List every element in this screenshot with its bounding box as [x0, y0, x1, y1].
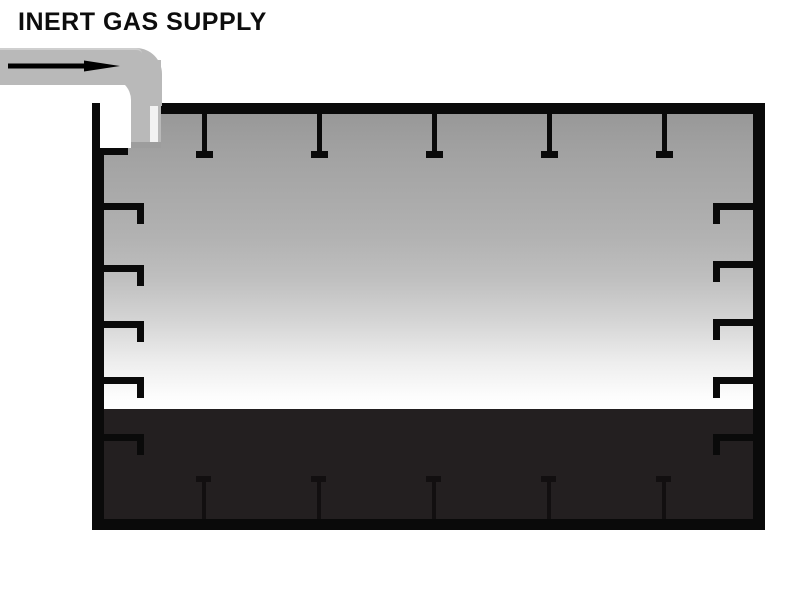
stiffener-lip [137, 203, 144, 224]
stiffener-web [317, 476, 321, 519]
cargo-tank [92, 103, 765, 530]
diagram-title: INERT GAS SUPPLY [18, 8, 267, 36]
stiffener-lip [713, 434, 720, 455]
stiffener-arm [104, 203, 144, 210]
pipe-elbow-inner-cut [100, 78, 131, 148]
stiffener-flange [656, 151, 673, 158]
stiffener-web [202, 476, 206, 519]
stiffener-flange [311, 151, 328, 158]
stiffener-web [662, 476, 666, 519]
stiffener-arm [104, 434, 144, 441]
stiffener-lip [713, 377, 720, 398]
inert-gas-ullage-space [104, 113, 753, 409]
tank-starboard-wall [753, 103, 765, 530]
stiffener-web [432, 476, 436, 519]
stiffener-arm [713, 377, 753, 384]
stiffener-arm [713, 203, 753, 210]
stiffener-web [432, 113, 437, 153]
stiffener-web [547, 113, 552, 153]
stiffener-arm [713, 319, 753, 326]
liquid-cargo [104, 409, 753, 519]
stiffener-web [317, 113, 322, 153]
stiffener-lip [137, 377, 144, 398]
tank-floor-wall [92, 519, 765, 530]
stiffener-lip [137, 321, 144, 342]
stiffener-arm [713, 261, 753, 268]
pipe-outlet [131, 142, 161, 148]
stiffener-lip [713, 261, 720, 282]
stiffener-arm [104, 265, 144, 272]
stiffener-lip [137, 265, 144, 286]
stiffener-arm [104, 148, 128, 155]
stiffener-flange [541, 151, 558, 158]
stiffener-lip [137, 434, 144, 455]
stiffener-web [202, 113, 207, 153]
stiffener-flange [196, 151, 213, 158]
stiffener-flange [426, 151, 443, 158]
tank-deck-wall [92, 103, 765, 114]
tank-port-wall [92, 103, 104, 530]
stiffener-web [547, 476, 551, 519]
gas-flow-arrow-icon [8, 60, 120, 72]
stiffener-arm [713, 434, 753, 441]
stiffener-lip [713, 319, 720, 340]
stiffener-arm [104, 377, 144, 384]
stiffener-lip [713, 203, 720, 224]
stiffener-arm [104, 321, 144, 328]
stiffener-web [662, 113, 667, 153]
